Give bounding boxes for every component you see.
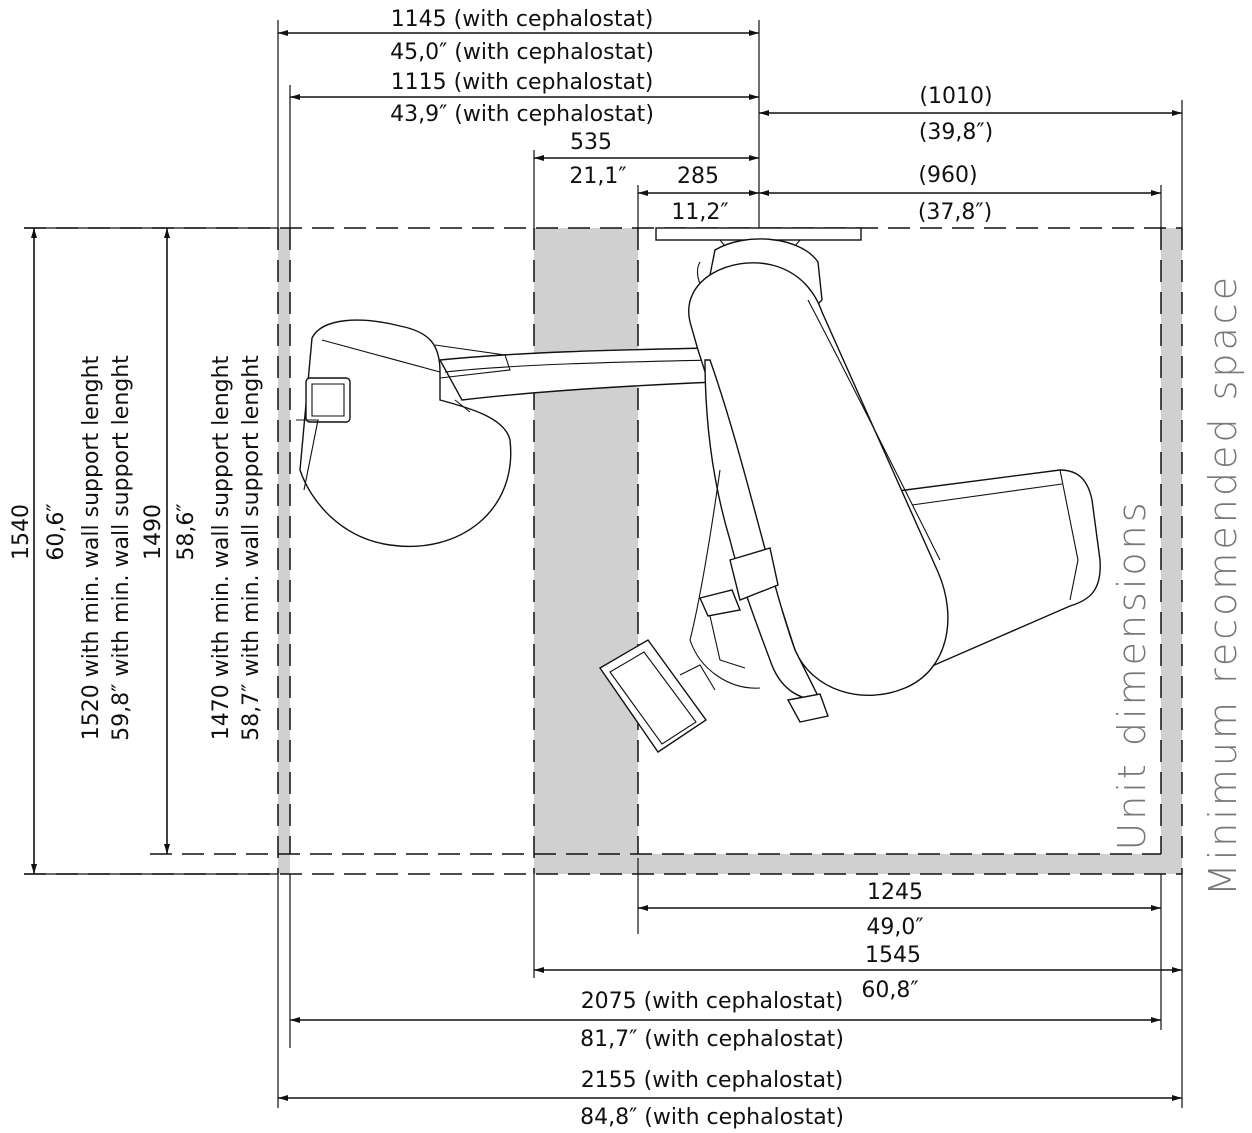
dim-960-mm: (960)	[918, 163, 977, 188]
dim-1545-in: 60,8″	[861, 978, 918, 1003]
unit-dimensions-label: Unit dimensions	[1110, 499, 1154, 850]
dim-535-in: 21,1″	[569, 164, 626, 189]
clearance-bands	[278, 228, 1182, 874]
dim-1520-mm: 1520 with min. wall support lenght	[79, 355, 104, 740]
dim-1490-mm: 1490	[141, 504, 166, 560]
dim-2155-in: 84,8″ (with cephalostat)	[580, 1105, 844, 1130]
dim-1245-in: 49,0″	[866, 915, 923, 940]
dim-960-in: (37,8″)	[918, 200, 992, 225]
dim-1145-in: 45,0″ (with cephalostat)	[390, 40, 654, 65]
left-dimension-labels: 1540 60,6″ 1520 with min. wall support l…	[9, 355, 264, 741]
wall-bracket	[655, 227, 862, 241]
dim-1115-in: 43,9″ (with cephalostat)	[390, 102, 654, 127]
dim-1540-mm: 1540	[9, 504, 34, 560]
extension-lines	[24, 20, 1183, 1108]
middle-clearance-band	[534, 228, 638, 874]
right-clearance-band	[1161, 228, 1182, 874]
dim-285-in: 11,2″	[671, 200, 728, 225]
dim-2155-mm: 2155 (with cephalostat)	[581, 1068, 844, 1093]
dim-1115-mm: 1115 (with cephalostat)	[391, 70, 654, 95]
patient-positioning-unit	[704, 359, 822, 701]
dimension-lines	[31, 30, 1182, 1101]
bottom-dimension-labels: 1245 49,0″ 1545 60,8″ 2075 (with cephalo…	[580, 880, 924, 1130]
side-titles: Unit dimensions Minimum recomended space	[1110, 274, 1245, 896]
minimum-space-label: Minimum recomended space	[1201, 274, 1245, 896]
cephalostat-head	[299, 319, 512, 547]
top-dimension-labels: 1145 (with cephalostat) 45,0″ (with ceph…	[390, 7, 993, 225]
dim-535-mm: 535	[570, 130, 612, 155]
dental-unit-drawing	[296, 227, 1101, 753]
dim-1545-mm: 1545	[865, 943, 921, 968]
dim-2075-mm: 2075 (with cephalostat)	[581, 989, 844, 1014]
dim-1490-in: 58,6″	[174, 503, 199, 560]
left-clearance-band	[278, 228, 290, 874]
dim-1520-in: 59,8″ with min. wall support lenght	[109, 355, 134, 741]
touch-screen-panel	[598, 639, 707, 753]
dim-285-mm: 285	[677, 164, 719, 189]
dim-1245-mm: 1245	[867, 880, 923, 905]
dim-1010-mm: (1010)	[919, 84, 992, 109]
dim-1470-mm: 1470 with min. wall support lenght	[209, 355, 234, 740]
dim-1145-mm: 1145 (with cephalostat)	[391, 7, 654, 32]
main-rotating-arm	[688, 262, 949, 696]
dim-2075-in: 81,7″ (with cephalostat)	[580, 1027, 844, 1052]
dim-1010-in: (39,8″)	[919, 120, 993, 145]
bottom-clearance-band	[534, 854, 1182, 874]
dim-1540-in: 60,6″	[44, 503, 69, 560]
dim-1470-in: 58,7″ with min. wall support lenght	[239, 355, 264, 741]
